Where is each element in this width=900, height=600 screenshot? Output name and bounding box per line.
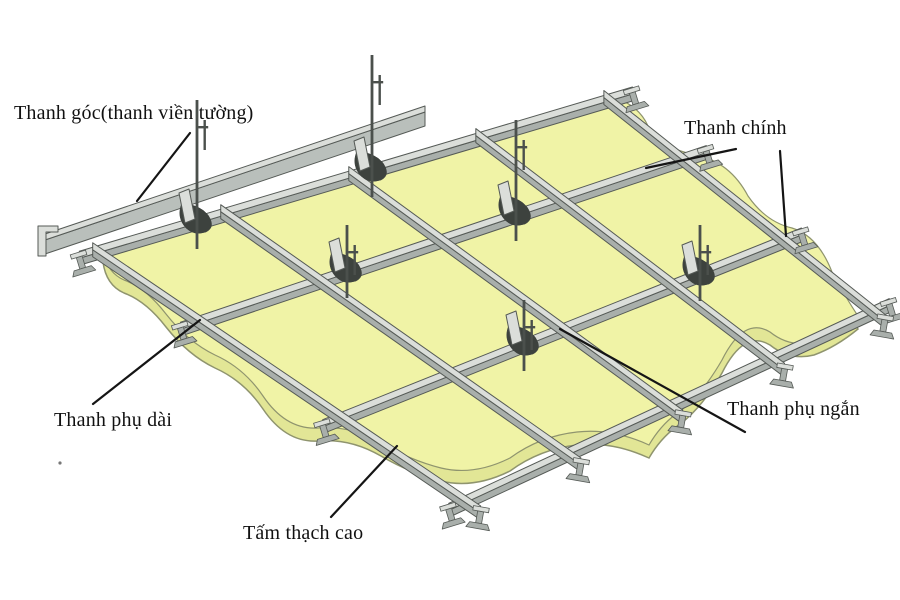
leader-short-cross-tee <box>558 327 747 434</box>
leader-main-runner-1 <box>644 147 738 170</box>
label-wall-angle: Thanh góc(thanh viền tường) <box>14 102 254 124</box>
hanger-rod-clip <box>505 300 539 371</box>
hanger-rods <box>178 55 715 371</box>
stray-dot <box>58 461 62 465</box>
label-gypsum-board: Tấm thạch cao <box>243 522 364 544</box>
leader-lines <box>91 131 788 519</box>
hanger-rod-clip <box>353 55 387 197</box>
wall-angle-bar <box>37 105 426 257</box>
leader-gypsum-board <box>329 444 399 519</box>
hanger-rod-clip <box>328 225 362 298</box>
label-main-runner: Thanh chính <box>684 117 787 139</box>
hanger-rod-clip <box>681 225 715 301</box>
bar-end-caps <box>69 85 900 532</box>
leader-main-runner-2 <box>778 149 788 238</box>
gypsum-board-shape <box>102 96 860 485</box>
leader-wall-angle <box>135 131 192 203</box>
hanger-rod-clip <box>178 100 212 249</box>
label-long-cross-tee: Thanh phụ dài <box>54 409 173 431</box>
grid-bars <box>78 86 890 521</box>
leader-long-cross-tee <box>91 318 202 406</box>
hanger-rod-clip <box>497 120 531 241</box>
label-short-cross-tee: Thanh phụ ngắn <box>727 398 860 420</box>
